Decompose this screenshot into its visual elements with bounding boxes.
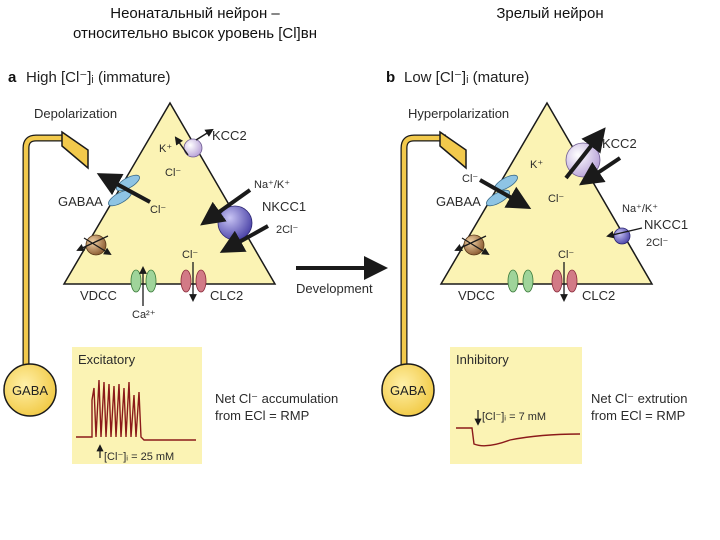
panel-a-note-line2: from ECl = RMP: [215, 408, 309, 423]
panel-b-cl-influx-arrow: [479, 178, 532, 209]
panel-b-trace-label: Inhibitory: [456, 352, 509, 367]
panel-a-kcc2-transporter: [183, 138, 203, 158]
panel-a-k-label: K⁺: [159, 143, 172, 155]
header-neonatal: Неонатальный нейрон – относительно высок…: [0, 4, 390, 44]
panel-a-cl-efflux-arrow: [96, 173, 151, 204]
panel-b-gaba-soma: [381, 363, 435, 417]
panel-b-terminal: [439, 130, 467, 170]
panel-a-nkcc1-label: NKCC1: [262, 199, 306, 214]
development-transition: Development: [296, 256, 388, 296]
panel-a-clc2-left: [180, 269, 192, 293]
panel-a-axon-fill: [23, 135, 66, 372]
panel-a-letter: a: [8, 69, 17, 86]
panel-b-conc-label: [Cl⁻]ᵢ = 7 mM: [482, 411, 546, 423]
panel-b-note-line1: Net Cl⁻ extrution: [591, 391, 687, 406]
panel-b: b Low [Cl⁻]ᵢ (mature) Hyperpolarization …: [381, 69, 688, 464]
panel-b-kcc2-arrow-in: [579, 156, 622, 186]
panel-a-sphere-arrow-2: [83, 237, 112, 256]
panel-a-gaba-soma: [3, 363, 57, 417]
panel-a-cl-kcc2-label: Cl⁻: [165, 167, 181, 179]
panel-b-note-line2: from ECl = RMP: [591, 408, 685, 423]
panel-a-nkcc1-arrow-top: [200, 188, 252, 226]
panel-a-conc-label: [Cl⁻]ᵢ = 25 mM: [104, 451, 174, 463]
panel-a-inset: [72, 347, 202, 464]
panel-a-cl-clc2-label: Cl⁻: [182, 249, 198, 261]
panel-a-two-cl-label: 2Cl⁻: [276, 224, 299, 236]
panel-b-inset: [450, 347, 582, 464]
panel-b-nkcc1-ions: Na⁺/K⁺: [622, 203, 658, 215]
development-label: Development: [296, 281, 373, 296]
panel-a-note-line1: Net Cl⁻ accumulation: [215, 391, 338, 406]
panel-b-neuron-body: [439, 101, 654, 285]
panel-b-vdcc-left: [507, 269, 519, 293]
panel-b-k-label: K⁺: [530, 159, 543, 171]
panel-a-k-arrow: [174, 136, 189, 156]
panel-a-cl-gaba-label: Cl⁻: [150, 204, 166, 216]
panel-b-vdcc-right: [522, 269, 534, 293]
panel-b-gaba-label: GABA: [390, 383, 426, 398]
panel-b-sphere-arrow-2: [461, 237, 490, 256]
panel-a-gabaa-label: GABAA: [58, 194, 103, 209]
panel-a-terminal: [61, 130, 89, 170]
panel-a-nkcc1-ions: Na⁺/K⁺: [254, 179, 290, 191]
panel-b-letter: b: [386, 69, 395, 86]
panel-b-gabaa-label: GABAA: [436, 194, 481, 209]
panel-b-axon-fill: [401, 135, 446, 372]
panel-a-excitatory-trace: [76, 379, 196, 441]
panel-a-vdcc-label: VDCC: [80, 288, 117, 303]
panel-a-title: High [Cl⁻]ᵢ (immature): [26, 69, 170, 86]
panel-a-kcc2-label: KCC2: [212, 128, 247, 143]
panel-b-clc2-right: [566, 269, 578, 293]
panel-b-kcc2-label: KCC2: [602, 136, 637, 151]
panel-b-nkcc1-label: NKCC1: [644, 217, 688, 232]
panel-a-state: Depolarization: [34, 106, 117, 121]
panel-a-gaba-label: GABA: [12, 383, 48, 398]
panel-a: a High [Cl⁻]ᵢ (immature) Depolarization …: [3, 69, 338, 464]
header-mature: Зрелый нейрон: [496, 5, 604, 22]
panel-b-kcc2-arrow-out: [564, 127, 606, 180]
panel-b-nkcc1-transporter: [613, 227, 631, 245]
panel-a-clc2-right: [195, 269, 207, 293]
panel-b-clc2-left: [551, 269, 563, 293]
panel-a-vdcc-left: [130, 269, 142, 293]
panel-a-kcc2-arrow: [195, 128, 214, 141]
panel-b-axon: [400, 134, 446, 372]
panel-b-cl-gaba-label: Cl⁻: [462, 173, 478, 185]
panel-b-clc2-label: CLC2: [582, 288, 615, 303]
panel-a-axon: [22, 134, 66, 372]
panel-b-two-cl-label: 2Cl⁻: [646, 237, 669, 249]
panel-b-cl-kcc2-label: Cl⁻: [548, 193, 564, 205]
panel-a-trace-label: Excitatory: [78, 352, 136, 367]
panel-b-vdcc-label: VDCC: [458, 288, 495, 303]
panel-b-nkcc1-arrow: [606, 227, 643, 239]
header-neonatal-line2: относительно высок уровень [Cl]вн: [73, 25, 317, 42]
panel-a-vdcc-right: [145, 269, 157, 293]
panel-b-title: Low [Cl⁻]ᵢ (mature): [404, 69, 529, 86]
panel-a-nkcc1-arrow-bottom: [219, 224, 269, 253]
panel-a-clc2-label: CLC2: [210, 288, 243, 303]
panel-b-inhibitory-trace: [456, 427, 581, 447]
panel-b-cl-clc2-label: Cl⁻: [558, 249, 574, 261]
panel-b-state: Hyperpolarization: [408, 106, 509, 121]
header-neonatal-line1: Неонатальный нейрон –: [110, 5, 280, 22]
panel-a-ca-label: Ca²⁺: [132, 309, 156, 321]
